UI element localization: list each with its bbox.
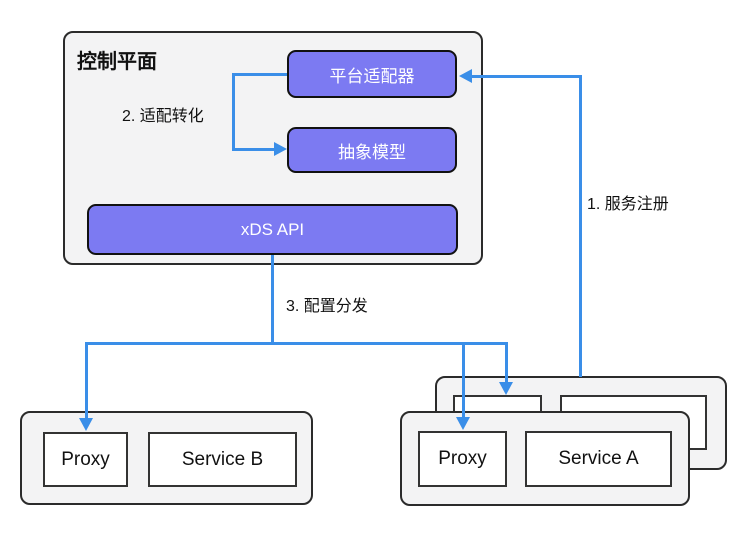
abstract-model-label: 抽象模型	[338, 142, 406, 162]
arrow-segment	[505, 342, 508, 383]
service-a-box: Service A	[525, 431, 672, 487]
arrowhead-left-icon	[459, 69, 472, 83]
platform-adapter-label: 平台适配器	[329, 66, 415, 86]
arrow-segment	[271, 255, 274, 345]
control-plane-title: 控制平面	[77, 51, 157, 73]
arrowhead-down-icon	[79, 418, 93, 431]
arrow-segment	[232, 73, 287, 76]
xds-api-label: xDS API	[240, 219, 305, 239]
arrow-segment	[470, 75, 582, 78]
xds-api-node: xDS API	[87, 204, 458, 255]
arrow-segment	[232, 148, 276, 151]
abstract-model-node: 抽象模型	[287, 127, 457, 173]
arrowhead-down-icon	[499, 382, 513, 395]
service-a-proxy-label: Proxy	[438, 448, 487, 469]
service-b-proxy-label: Proxy	[61, 448, 110, 470]
platform-adapter-node: 平台适配器	[287, 50, 457, 98]
arrow-segment	[85, 342, 88, 419]
service-registration-label: 1. 服务注册	[587, 196, 669, 213]
arrow-segment	[232, 73, 235, 149]
service-a-label: Service A	[558, 448, 639, 469]
service-a-proxy-box: Proxy	[418, 431, 507, 487]
config-distribution-label: 3. 配置分发	[286, 298, 368, 315]
arrowhead-right-icon	[274, 142, 287, 156]
adaptation-transform-label: 2. 适配转化	[122, 108, 204, 125]
arrow-segment	[462, 342, 465, 418]
service-b-box: Service B	[148, 432, 297, 487]
service-b-proxy-box: Proxy	[43, 432, 128, 487]
arrow-segment	[85, 342, 508, 345]
service-b-label: Service B	[181, 448, 264, 470]
arrow-segment	[579, 75, 582, 377]
arrowhead-down-icon	[456, 417, 470, 430]
